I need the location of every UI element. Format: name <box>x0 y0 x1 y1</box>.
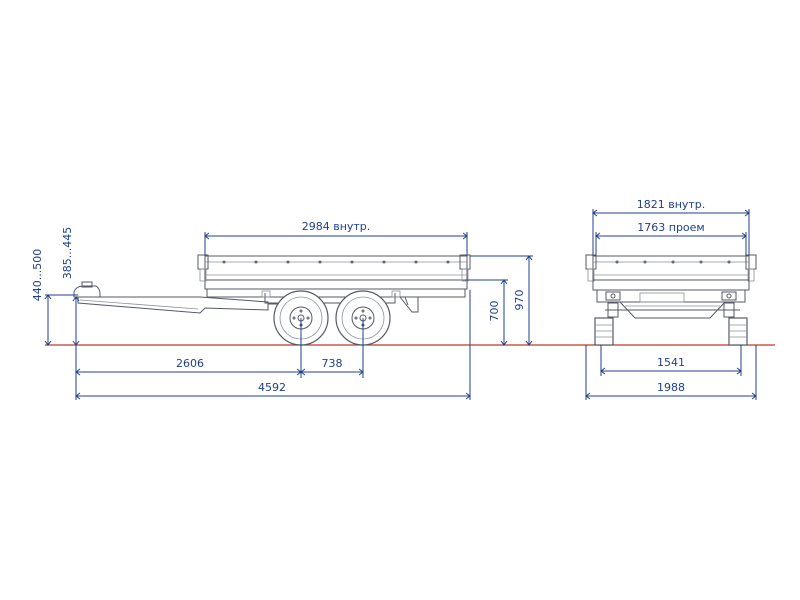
coupling-head <box>73 281 101 298</box>
dim-total-length: 4592 <box>258 381 286 394</box>
rear-dimensions: 1821 внутр. 1763 проем 1541 1988 <box>585 198 757 400</box>
drawbar <box>77 296 300 314</box>
dim-drawbar-height: 440...500 <box>31 249 44 301</box>
side-dimensions: 440...500 385...445 2984 внутр. 2606 738… <box>31 220 533 400</box>
dim-track-width: 1541 <box>657 356 685 369</box>
dim-axle-spacing: 738 <box>322 357 343 370</box>
dim-total-width: 1988 <box>657 381 685 394</box>
rear-view <box>585 254 757 346</box>
dim-opening-width: 1763 проем <box>637 221 704 234</box>
cargo-body <box>197 254 471 298</box>
dim-coupling-height: 385...445 <box>61 227 74 279</box>
dim-inner-width: 1821 внутр. <box>637 198 706 211</box>
chassis <box>261 290 419 313</box>
dim-axle-from-front: 2606 <box>176 357 204 370</box>
rear-wheel-left <box>594 317 614 346</box>
dim-side-top-height: 970 <box>513 290 526 311</box>
side-view <box>73 254 471 346</box>
rear-wheel-right <box>728 317 748 346</box>
dim-deck-height: 700 <box>488 301 501 322</box>
dim-inner-length: 2984 внутр. <box>302 220 371 233</box>
